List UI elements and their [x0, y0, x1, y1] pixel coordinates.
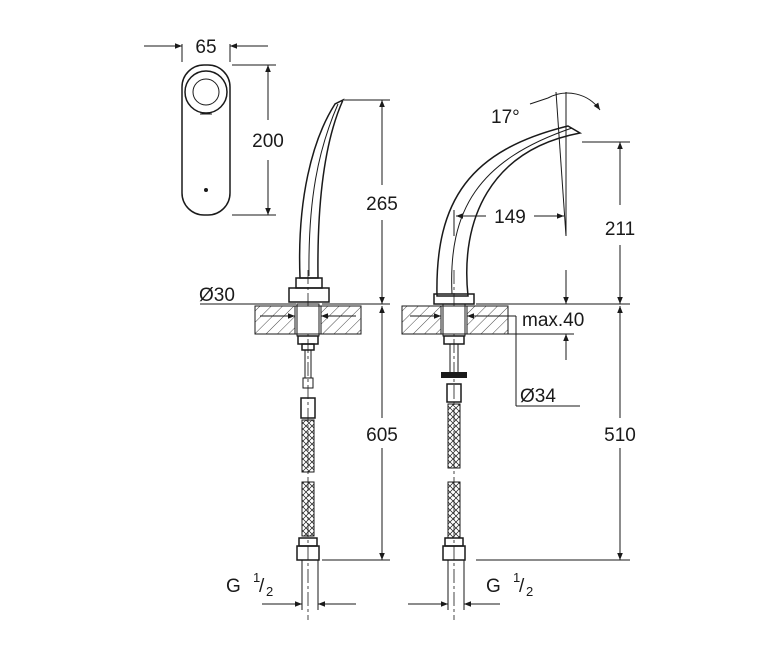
dim-hose-length-right: 510 — [604, 425, 636, 446]
right-hose-lower — [447, 481, 461, 539]
svg-text:G: G — [486, 576, 501, 597]
left-view: Ø30 265 605 G 1 / 2 — [199, 98, 398, 620]
left-hose-upper — [301, 419, 315, 473]
dim-width-top: 65 — [195, 37, 216, 58]
right-spout — [436, 125, 583, 297]
dim-reach: 149 — [494, 207, 526, 228]
top-plate-outline — [181, 64, 231, 216]
dim-hose-length-left: 605 — [366, 425, 398, 446]
dim-hole-diameter: Ø30 — [199, 285, 235, 306]
right-hose-upper — [447, 403, 461, 469]
left-hose-lower — [301, 481, 315, 537]
top-plate-sensor-ring — [184, 70, 228, 114]
svg-text:/: / — [259, 576, 265, 597]
dim-max-thickness: max.40 — [522, 310, 584, 331]
svg-text:G: G — [226, 576, 241, 597]
dim-angle: 17° — [491, 107, 520, 128]
svg-text:/: / — [519, 576, 525, 597]
right-view: 17° 149 211 510 max.40 Ø34 G 1 — [401, 91, 636, 620]
dim-spout-rise: 211 — [605, 219, 635, 240]
svg-text:2: 2 — [526, 584, 533, 599]
dim-thread-left: G 1 / 2 — [226, 570, 273, 599]
svg-text:1: 1 — [513, 570, 520, 585]
dim-height-top: 200 — [252, 131, 284, 152]
dim-thread-right: G 1 / 2 — [486, 570, 533, 599]
left-spout — [298, 98, 345, 279]
top-plate-sensor — [192, 78, 220, 106]
dim-nut-diameter: Ø34 — [520, 386, 556, 407]
svg-text:1: 1 — [253, 570, 260, 585]
dim-spout-height: 265 — [366, 194, 398, 215]
top-view: 65 200 — [144, 37, 284, 216]
svg-text:2: 2 — [266, 584, 273, 599]
